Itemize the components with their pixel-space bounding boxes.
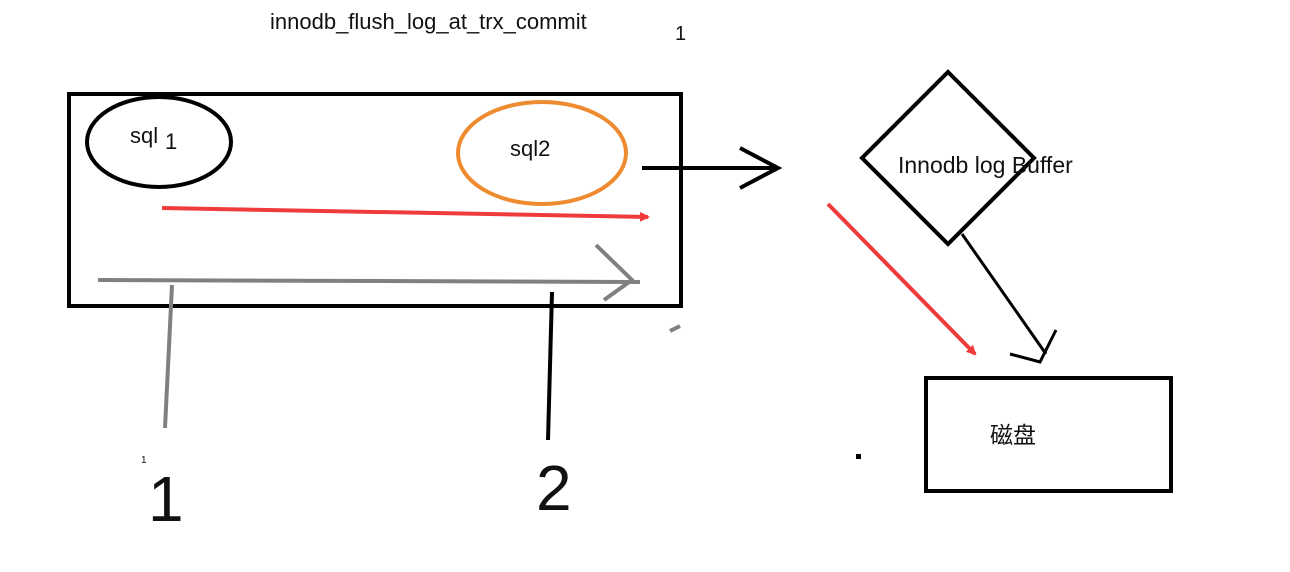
gray-arrow-head [594, 243, 636, 302]
gray-dash [669, 324, 681, 333]
gray-pointer-line [163, 284, 174, 429]
arrow-to-disk-head [1009, 329, 1058, 364]
arrow-to-disk-line [960, 233, 1048, 355]
diagram-title: innodb_flush_log_at_trx_commit [270, 9, 587, 34]
black-pointer-line [546, 291, 554, 441]
marker-1: 1 [148, 463, 184, 535]
stray-dot [856, 454, 861, 459]
sql1-label: sql [130, 123, 158, 148]
sql2-label: sql2 [510, 136, 550, 161]
gray-arrow-line [97, 278, 641, 284]
red-arrow-to-disk [826, 202, 977, 356]
marker-2: 2 [536, 452, 572, 524]
transaction-box [67, 92, 683, 308]
title-note: 1 [675, 23, 686, 45]
arrow-to-buffer-head [739, 146, 783, 190]
disk-box [924, 376, 1173, 493]
red-arrow-inner [161, 206, 650, 222]
disk-label: 磁盘 [990, 422, 1036, 448]
marker-small-1: 1 [141, 455, 147, 466]
sql1-sub: 1 [165, 129, 177, 154]
log-buffer-label: Innodb log Buffer [898, 152, 1073, 178]
log-buffer-diamond [859, 69, 1037, 247]
sql1-ellipse [85, 95, 233, 189]
sql2-ellipse [456, 100, 628, 206]
